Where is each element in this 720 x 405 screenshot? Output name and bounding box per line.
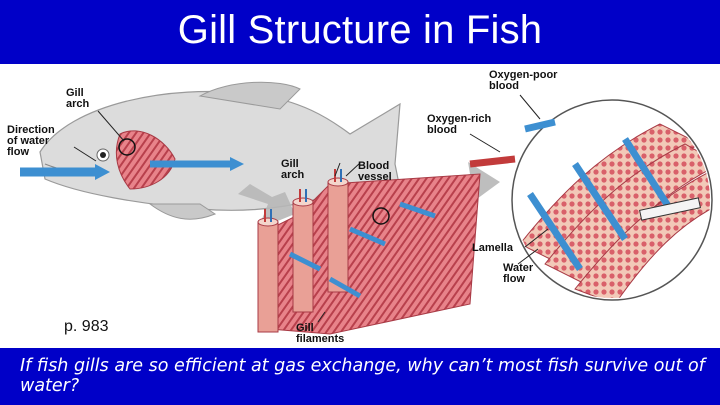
label-gill-arch-top: Gill arch (66, 87, 90, 110)
slide-title: Gill Structure in Fish (177, 7, 543, 52)
label-gill-filaments: Gill filaments (296, 322, 345, 345)
page-reference: p. 983 (64, 318, 109, 335)
lamella-detail (469, 99, 713, 301)
gill-illustration (20, 81, 713, 335)
label-lamella: Lamella (472, 242, 513, 254)
gill-filaments (257, 169, 481, 335)
label-blood-vessel: Blood vessel (358, 160, 392, 183)
label-direction-of-water-flow: Direction of water flow (7, 124, 55, 158)
question-banner (0, 348, 720, 405)
label-oxygen-poor-blood: Oxygen-poor blood (489, 69, 558, 92)
label-water-flow: Water flow (503, 262, 534, 285)
fish (20, 81, 406, 220)
gill-diagram: Gill arch Direction of water flow Gill a… (0, 64, 720, 348)
label-gill-arch-mid: Gill arch (281, 158, 305, 181)
label-oxygen-rich-blood: Oxygen-rich blood (427, 113, 492, 136)
discussion-question: If fish gills are so efficient at gas ex… (20, 356, 705, 396)
title-banner: Gill Structure in Fish (0, 0, 720, 64)
